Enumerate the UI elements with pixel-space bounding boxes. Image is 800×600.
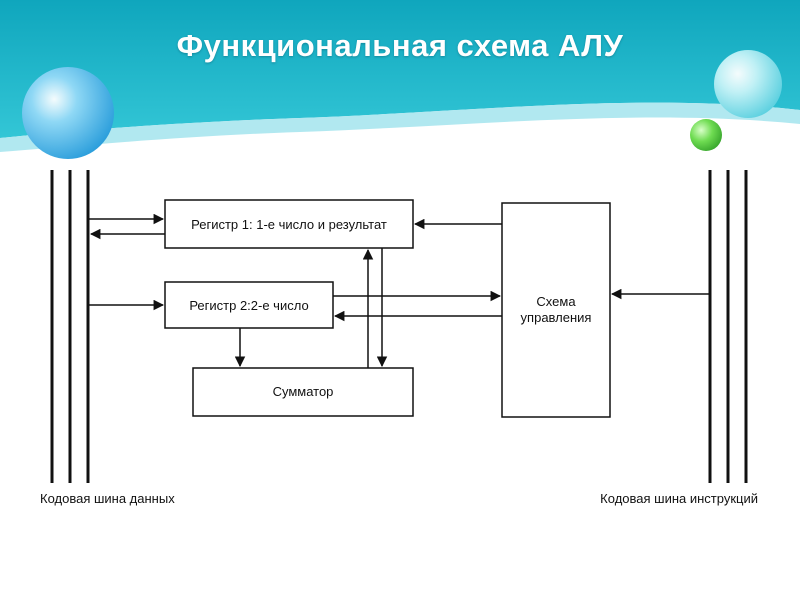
register1-block <box>164 199 414 249</box>
instruction-bus <box>708 170 748 483</box>
control-unit-label-line2: управления <box>521 310 592 325</box>
register2-label: Регистр 2:2-е число <box>189 298 308 313</box>
control-unit-label-line1: Схема <box>536 294 576 309</box>
data-bus-label: Кодовая шина данных <box>40 491 175 506</box>
slide-title: Функциональная схема АЛУ <box>176 28 624 63</box>
connection-arrows <box>89 213 709 368</box>
bubble-decoration <box>714 50 782 118</box>
adder-block <box>192 367 414 417</box>
data-bus <box>50 170 90 483</box>
register1-label: Регистр 1: 1-е число и результат <box>191 217 387 232</box>
header-band: Функциональная схема АЛУ <box>0 0 800 160</box>
adder-label: Сумматор <box>273 384 334 399</box>
register2-block <box>164 281 334 329</box>
instruction-bus-label: Кодовая шина инструкций <box>600 491 758 506</box>
header-background <box>0 0 800 159</box>
bubble-decoration <box>22 67 114 159</box>
bubble-decoration <box>690 119 722 151</box>
control-unit-block <box>501 202 611 418</box>
